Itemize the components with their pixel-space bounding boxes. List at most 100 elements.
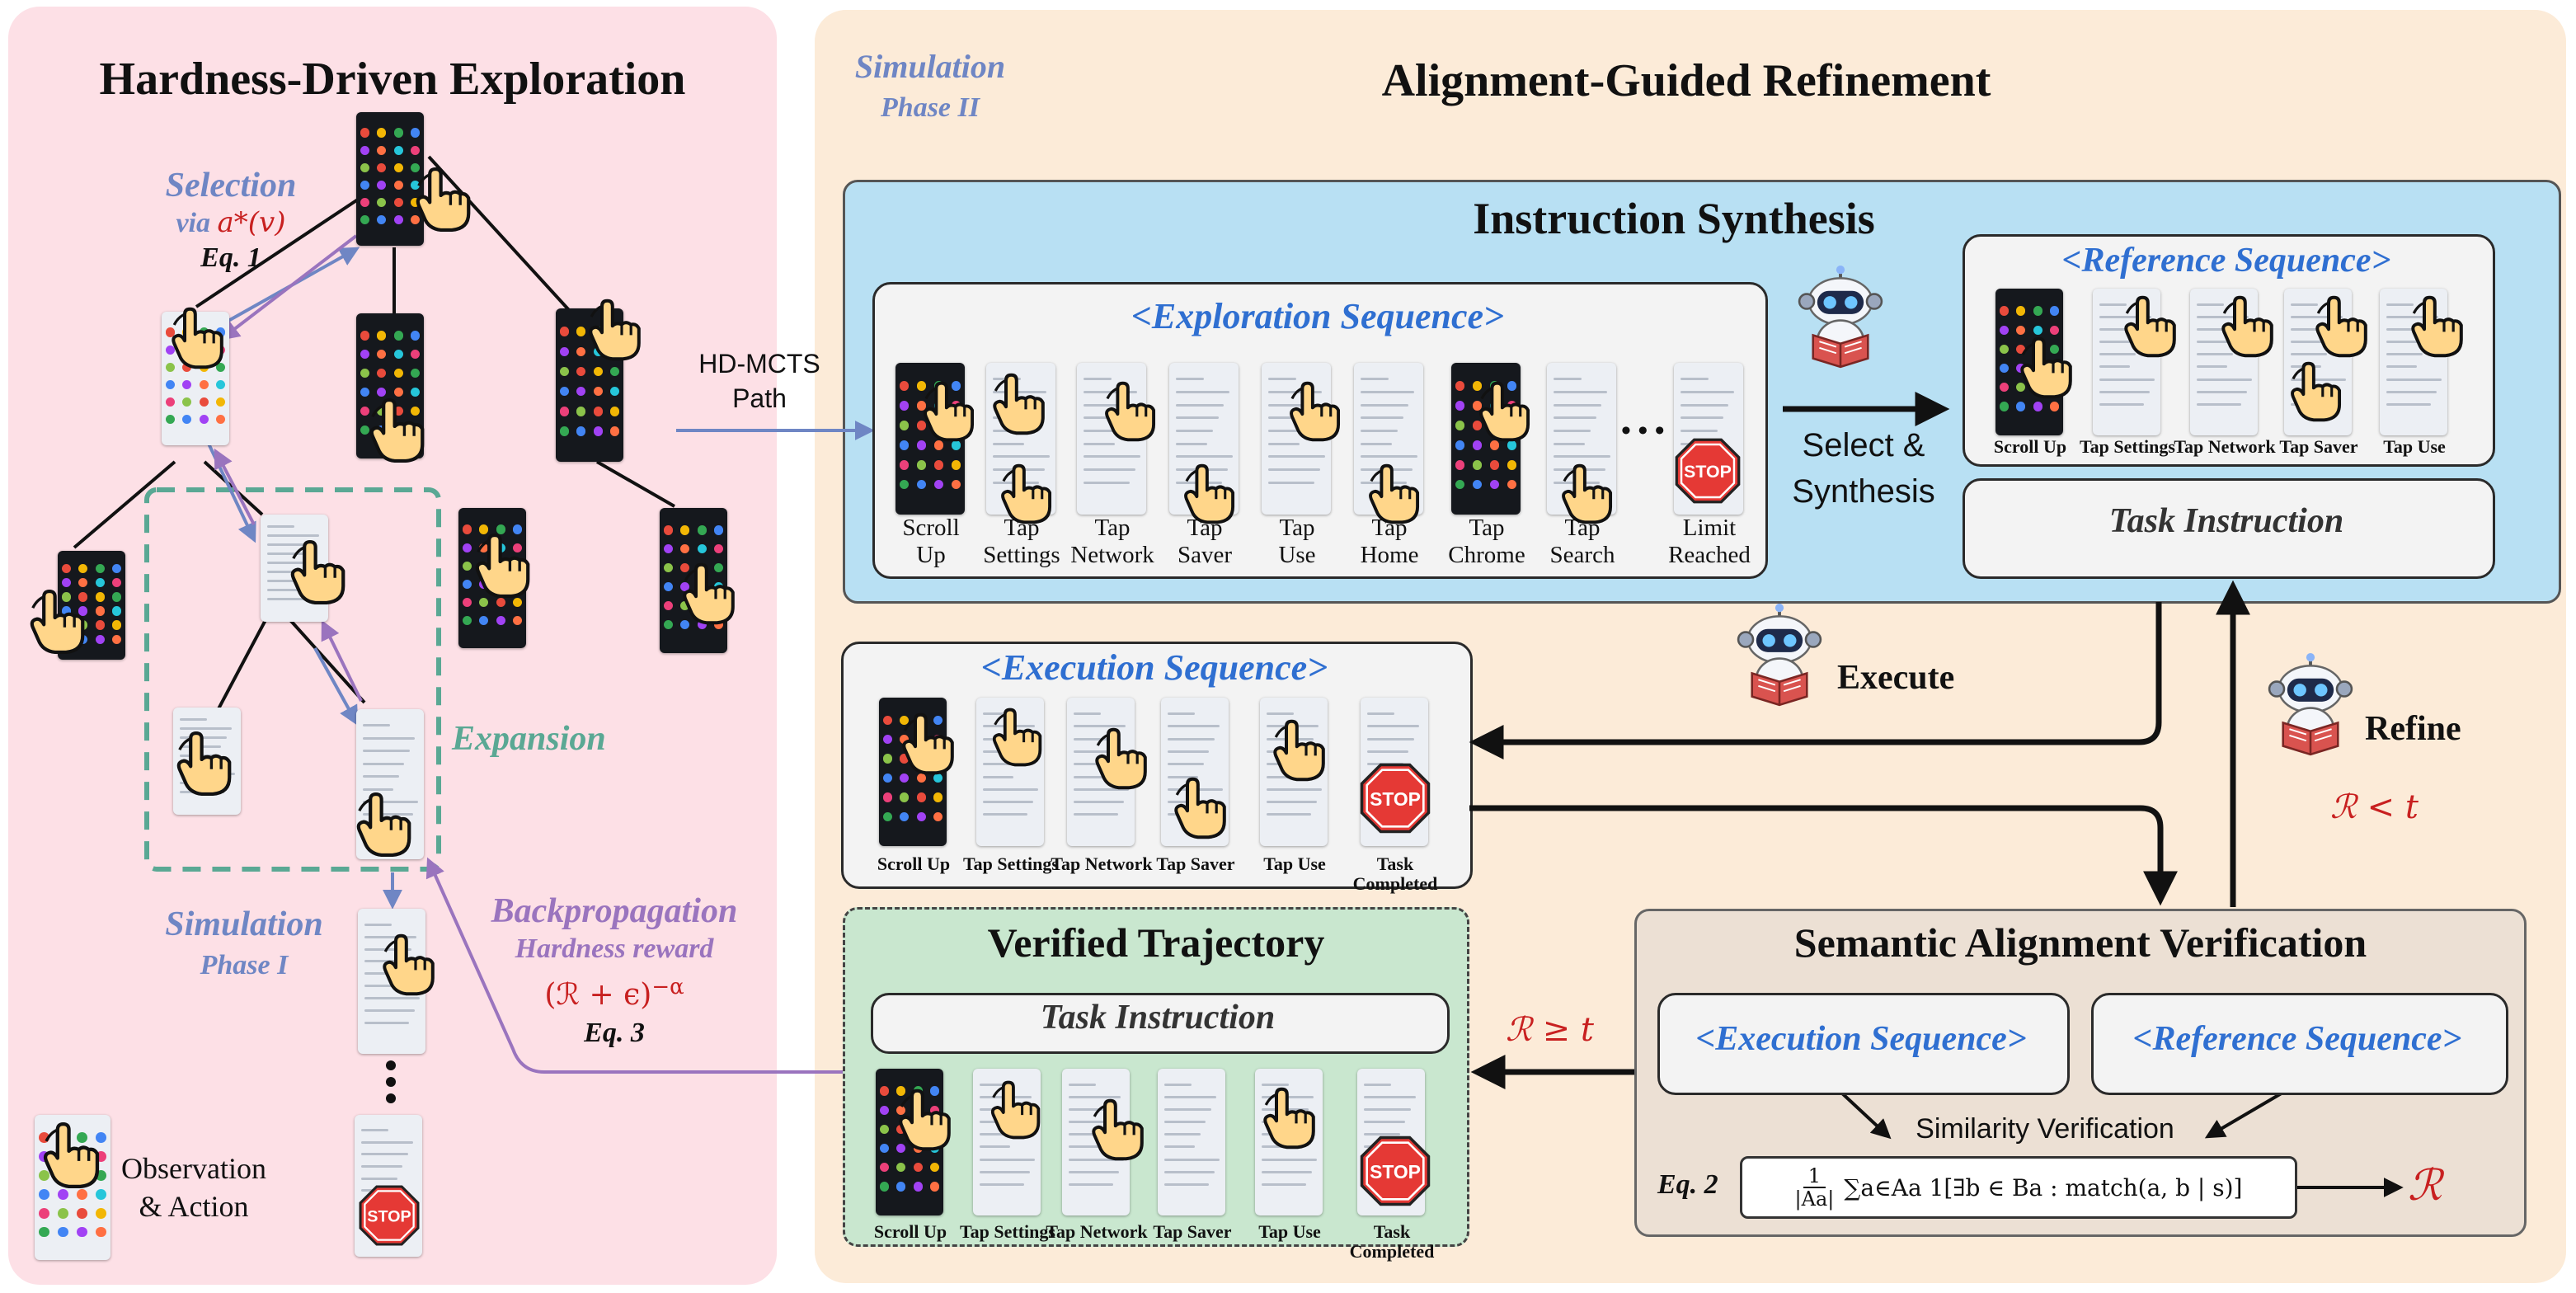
expansion-region (144, 487, 441, 872)
pointing-hand-icon (1184, 463, 1235, 524)
similarity-label: Similarity Verification (1916, 1113, 2174, 1145)
exploration-step-line2: Home (1360, 542, 1419, 568)
pointing-hand-icon (683, 562, 735, 625)
exploration-step-line1: Tap (1469, 515, 1505, 541)
stop-sign-text: STOP (1684, 462, 1732, 482)
pointing-hand-icon (1479, 381, 1530, 442)
backprop-eq: Eq. 3 (584, 1018, 645, 1048)
pointing-hand-icon (1095, 727, 1147, 790)
execute-arrow (1469, 602, 2162, 759)
pointing-hand-icon (2315, 295, 2367, 358)
expansion-label: Expansion (452, 720, 606, 758)
stop-sign-icon: STOP (1360, 1135, 1431, 1206)
exploration-step-line1: Tap (1564, 515, 1601, 541)
backprop-exponent: −α (651, 975, 684, 999)
semantic-ref-box (2091, 993, 2508, 1095)
selection-via: via (176, 208, 211, 238)
robot-reading-icon (2268, 653, 2353, 756)
verified-trajectory-title: Verified Trajectory (987, 919, 1325, 966)
verified-step-label: Task Completed (1349, 1221, 1435, 1262)
backprop-reward: Hardness reward (515, 933, 714, 964)
eq2-formula-box: 1 |Aa| ∑a∈Aa 1[∃b ∈ Ba : match(a, b | s)… (1740, 1156, 2297, 1219)
eq2-formula: ∑a∈Aa 1[∃b ∈ Ba : match(a, b | s)] (1844, 1173, 2243, 1201)
stop-sign-icon: STOP (359, 1185, 420, 1246)
stop-sign-text: STOP (367, 1208, 411, 1226)
exploration-step-line2: Settings (983, 542, 1060, 568)
legend-text: Observation & Action (115, 1150, 272, 1225)
pointing-hand-icon (990, 1080, 1041, 1140)
pointing-hand-icon (2221, 295, 2273, 358)
simulation-phase1-text: Simulation (165, 905, 323, 943)
pointing-hand-icon (30, 589, 85, 655)
pointing-hand-icon (1092, 1098, 1144, 1161)
accept-condition: ℛ ≥ t (1506, 1011, 1594, 1049)
semantic-exec-text: <Execution Sequence> (1695, 1020, 2027, 1058)
select-synthesis-line1: Select & (1802, 427, 1925, 463)
backprop-formula: (ℛ + ϵ) (544, 978, 652, 1012)
stop-sign-text: STOP (1370, 1161, 1421, 1183)
phone-screenshot-icon (1158, 1069, 1225, 1215)
execution-step-label: Tap Network (1051, 853, 1153, 874)
execution-sequence-title: <Execution Sequence> (980, 647, 1328, 688)
exploration-step-line2: Up (916, 542, 946, 568)
reference-step-label: Tap Use (2383, 436, 2446, 457)
phone-screenshot-icon (2380, 289, 2447, 435)
backprop-label: Backpropagation Hardness reward (ℛ + ϵ)−… (462, 891, 767, 1051)
pointing-hand-icon (416, 167, 471, 233)
execution-step-label: Task Completed (1352, 853, 1438, 894)
pointing-hand-icon (475, 533, 530, 599)
semantic-exec-box (1657, 993, 2070, 1095)
hd-mcts-path-label: HD-MCTS Path (673, 346, 846, 416)
selection-eq: Eq. 1 (200, 242, 261, 273)
execute-label: Execute (1837, 659, 1955, 697)
legend-line2: & Action (139, 1190, 249, 1223)
task-instruction-box (1963, 478, 2495, 579)
semantic-ref-text: <Reference Sequence> (2132, 1020, 2462, 1058)
verified-step-label: Tap Settings (960, 1221, 1055, 1242)
hd-path-line1: HD-MCTS (698, 349, 820, 378)
simulation-phase1-phase: Phase I (200, 950, 289, 980)
pointing-hand-icon (993, 373, 1045, 435)
verify-arrow (1469, 805, 2178, 906)
selection-label: Selection via a*(v) Eq. 1 (132, 165, 330, 276)
phone-screenshot-icon (556, 308, 623, 462)
eq2-fraction: 1 |Aa| (1795, 1165, 1835, 1210)
selection-arrow (313, 647, 359, 726)
exploration-step-line1: Tap (1004, 515, 1040, 541)
instruction-synthesis-title: Instruction Synthesis (1473, 194, 1875, 243)
pointing-hand-icon (2124, 295, 2176, 358)
pointing-hand-icon (589, 299, 641, 361)
pointing-hand-icon (369, 397, 425, 463)
pointing-hand-icon (383, 933, 435, 996)
pointing-hand-icon (176, 731, 232, 797)
pointing-hand-icon (1290, 381, 1341, 442)
reference-step-label: Tap Saver (2279, 436, 2358, 457)
hd-path-line2: Path (732, 383, 787, 413)
exploration-step-line1: Tap (1279, 515, 1315, 541)
pointing-hand-icon (1263, 1087, 1315, 1150)
pointing-hand-icon (1174, 777, 1226, 839)
pointing-hand-icon (1369, 463, 1420, 524)
reference-step-label: Tap Network (2174, 436, 2276, 457)
tree-edge (73, 460, 176, 549)
simulation-phase1-label: Simulation Phase I (145, 904, 343, 986)
stop-sign-text: STOP (1370, 788, 1421, 810)
backprop-arrow (321, 619, 363, 702)
exploration-step-line1: Limit (1682, 515, 1737, 541)
pointing-hand-icon (902, 712, 954, 775)
simulation-phase2-label: Simulation Phase II (831, 46, 1029, 129)
refine-label: Refine (2365, 710, 2461, 748)
verified-step-label: Tap Network (1046, 1221, 1148, 1242)
task-instruction-text: Task Instruction (2108, 502, 2344, 540)
execution-step-label: Tap Saver (1156, 853, 1235, 874)
legend-line1: Observation (121, 1152, 266, 1185)
robot-reading-icon (1737, 604, 1822, 707)
execution-step-label: Tap Use (1263, 853, 1326, 874)
exploration-step-line2: Use (1278, 542, 1316, 568)
